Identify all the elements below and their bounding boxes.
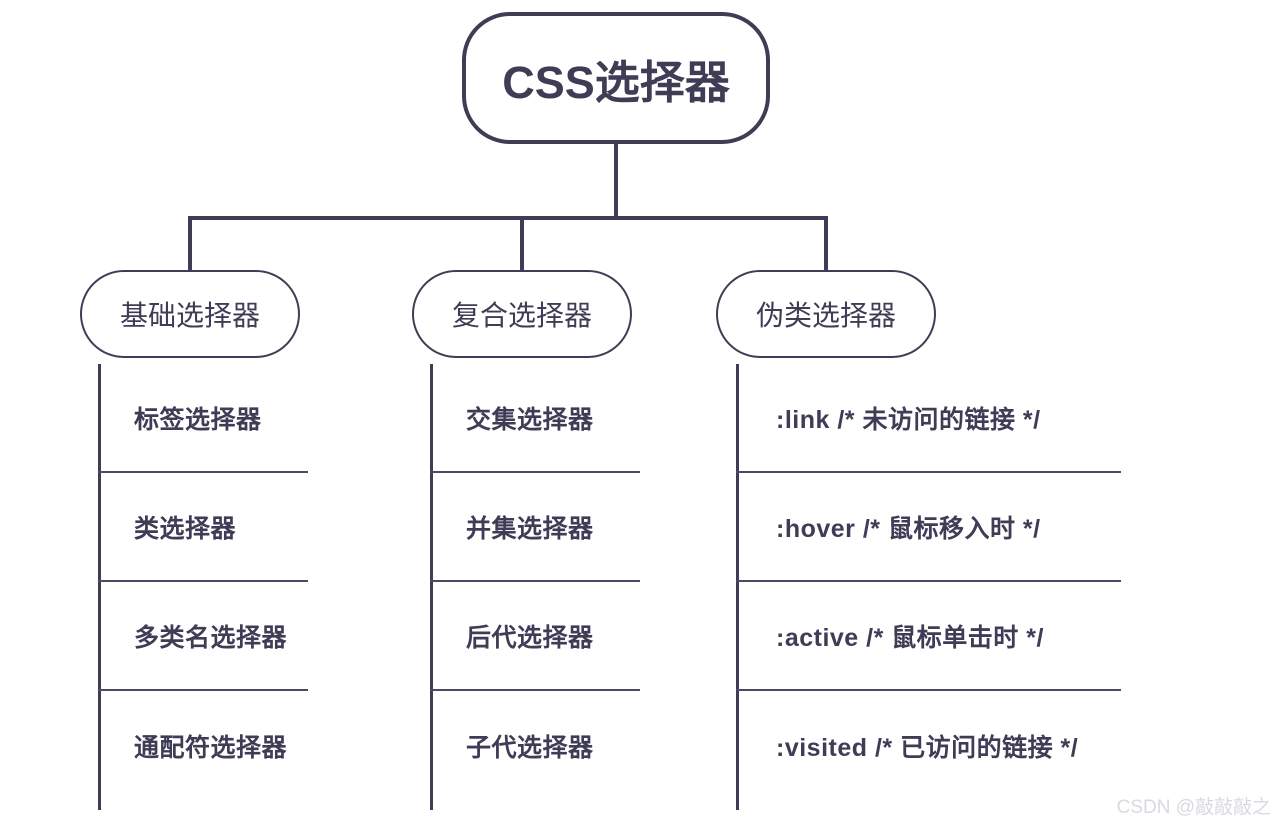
connector-drop-pseudo-class: [824, 216, 828, 272]
leaf-column-basic-selectors: 标签选择器 类选择器 多类名选择器 通配符选择器: [98, 364, 308, 810]
leaf-column-compound-selectors: 交集选择器 并集选择器 后代选择器 子代选择器: [430, 364, 640, 810]
connector-root-stem: [614, 144, 618, 218]
list-item: 通配符选择器: [98, 691, 308, 800]
leaf-label: 通配符选择器: [134, 733, 288, 762]
connector-drop-compound: [520, 216, 524, 272]
leaf-label: 子代选择器: [466, 733, 594, 762]
leaf-label: :hover /* 鼠标移入时 */: [776, 514, 1041, 543]
branch-node-basic-selectors: 基础选择器: [80, 270, 300, 358]
leaf-list: 标签选择器 类选择器 多类名选择器 通配符选择器: [98, 364, 308, 800]
list-item: :visited /* 已访问的链接 */: [736, 691, 1121, 800]
list-item: 多类名选择器: [98, 582, 308, 691]
leaf-label: 标签选择器: [134, 405, 262, 434]
branch-node-pseudo-class-selectors: 伪类选择器: [716, 270, 936, 358]
list-item: 类选择器: [98, 473, 308, 582]
leaf-list: :link /* 未访问的链接 */ :hover /* 鼠标移入时 */ :a…: [736, 364, 1121, 800]
connector-drop-basic: [188, 216, 192, 272]
leaf-label: :link /* 未访问的链接 */: [776, 405, 1041, 434]
leaf-label: 多类名选择器: [134, 623, 288, 652]
list-item: :active /* 鼠标单击时 */: [736, 582, 1121, 691]
leaf-column-pseudo-class-selectors: :link /* 未访问的链接 */ :hover /* 鼠标移入时 */ :a…: [736, 364, 1121, 810]
list-item: 交集选择器: [430, 364, 640, 473]
leaf-label: 并集选择器: [466, 514, 594, 543]
leaf-label: :active /* 鼠标单击时 */: [776, 623, 1044, 652]
root-node-label: CSS选择器: [502, 56, 730, 108]
csdn-watermark: CSDN @敲敲敲之: [1116, 797, 1271, 818]
list-item: :link /* 未访问的链接 */: [736, 364, 1121, 473]
column-spine: [736, 364, 739, 810]
column-spine: [98, 364, 101, 810]
list-item: 子代选择器: [430, 691, 640, 800]
list-item: 标签选择器: [98, 364, 308, 473]
leaf-label: :visited /* 已访问的链接 */: [776, 733, 1079, 762]
branch-node-label: 伪类选择器: [755, 300, 896, 331]
leaf-label: 后代选择器: [466, 623, 594, 652]
branch-node-label: 复合选择器: [451, 300, 592, 331]
connector-horizontal-bus: [188, 216, 828, 220]
branch-node-label: 基础选择器: [119, 300, 260, 331]
list-item: 后代选择器: [430, 582, 640, 691]
branch-node-compound-selectors: 复合选择器: [412, 270, 632, 358]
leaf-label: 交集选择器: [466, 405, 594, 434]
column-spine: [430, 364, 433, 810]
list-item: 并集选择器: [430, 473, 640, 582]
list-item: :hover /* 鼠标移入时 */: [736, 473, 1121, 582]
leaf-label: 类选择器: [134, 514, 237, 543]
leaf-list: 交集选择器 并集选择器 后代选择器 子代选择器: [430, 364, 640, 800]
root-node-css-selectors: CSS选择器: [462, 12, 770, 144]
